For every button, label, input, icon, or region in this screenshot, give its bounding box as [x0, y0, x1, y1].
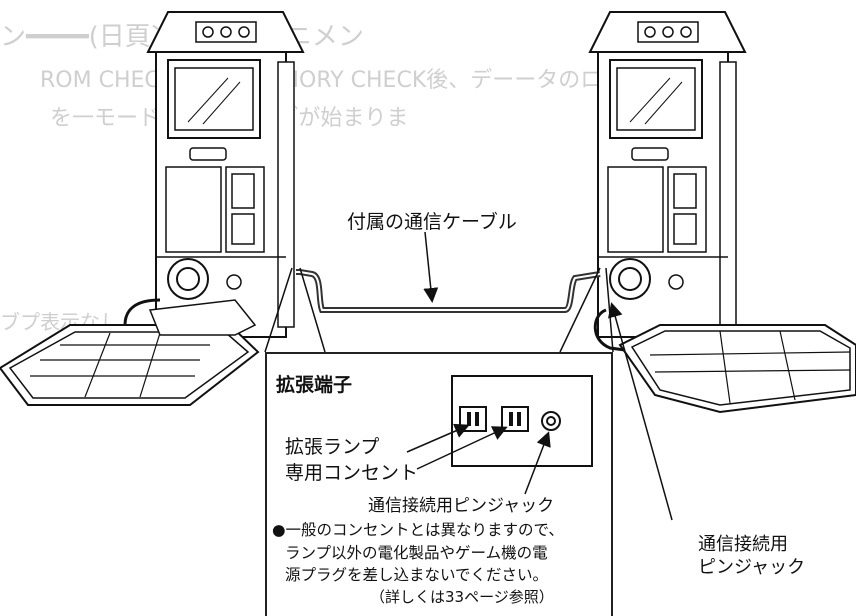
warning-line-3: 源プラグを差し込まないでください。	[285, 566, 549, 584]
ac-outlet-icon	[501, 406, 529, 432]
lamp-outlet-label-line2: 専用コンセント	[285, 462, 419, 484]
pin-jack-icon	[541, 411, 561, 431]
arrow-icon	[406, 423, 470, 453]
warning-line-2: ランプ以外の電化製品やゲーム機の電	[285, 544, 548, 562]
right-jack-label-line1: 通信接続用	[698, 534, 788, 555]
cabinet-left-icon	[147, 11, 304, 338]
arrow-icon	[423, 231, 439, 303]
panel-title: 拡張端子	[276, 374, 353, 396]
lamp-outlet-label-line1: 拡張ランプ	[285, 436, 380, 458]
expansion-terminal-panel	[265, 352, 613, 616]
pin-jack-label: 通信接続用ピンジャック	[368, 496, 555, 516]
cabinet-right-icon	[589, 11, 746, 338]
right-jack-label-line2: ピンジャック	[698, 557, 806, 578]
dance-pad-icon	[593, 308, 856, 414]
warning-line-4: （詳しくは33ページ参照）	[370, 588, 554, 606]
arrow-icon	[608, 302, 673, 521]
warning-line-1: ●一般のコンセントとは異なりますので、	[272, 521, 564, 539]
cable-line	[296, 269, 601, 313]
cable-label: 付属の通信ケーブル	[347, 211, 517, 233]
arrow-icon	[416, 426, 508, 470]
panel-art	[406, 375, 593, 495]
dance-pad-icon	[0, 298, 260, 406]
arrow-icon	[524, 431, 551, 495]
